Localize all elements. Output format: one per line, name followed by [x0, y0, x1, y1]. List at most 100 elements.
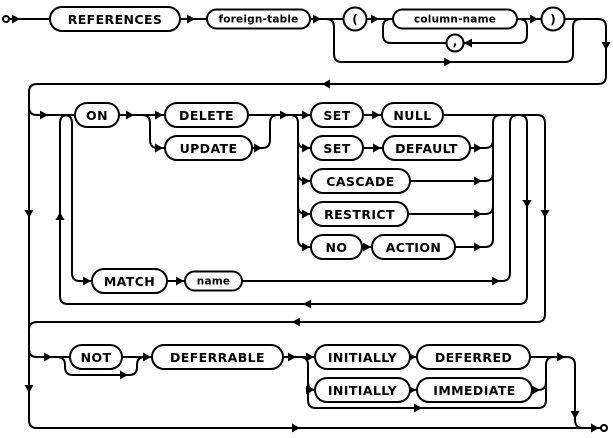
svg-text:foreign-table: foreign-table — [219, 14, 299, 26]
arrowhead-icon — [492, 276, 500, 286]
keyword-initially-1: INITIALLY — [314, 344, 411, 370]
wire-default-out — [470, 139, 494, 149]
wire-update-branch — [141, 114, 165, 149]
wire-restrict-out — [408, 205, 494, 215]
svg-text:SET: SET — [323, 141, 350, 156]
arrowhead-icon — [120, 370, 128, 380]
arrowhead-icon — [288, 352, 296, 362]
punct-close-paren: ) — [540, 6, 566, 32]
arrowhead-icon — [306, 385, 314, 395]
arrowhead-icon — [372, 110, 380, 120]
arrowhead-icon — [371, 14, 379, 24]
arrowhead-icon — [24, 210, 34, 218]
svg-text:INITIALLY: INITIALLY — [328, 383, 398, 398]
arrowhead-icon — [570, 411, 580, 419]
arrowhead-icon — [12, 14, 20, 24]
wire-not-bypass — [56, 356, 146, 376]
arrowhead-icon — [363, 242, 371, 252]
svg-text:REFERENCES: REFERENCES — [68, 12, 163, 27]
arrowhead-icon — [414, 403, 422, 413]
svg-text:CASCADE: CASCADE — [326, 174, 394, 189]
arrowhead-icon — [40, 110, 48, 120]
svg-text:DELETE: DELETE — [179, 108, 234, 123]
arrowhead-icon — [143, 352, 151, 362]
keyword-references: REFERENCES — [49, 6, 181, 32]
arrowhead-icon — [303, 299, 311, 309]
svg-text:ACTION: ACTION — [386, 240, 442, 255]
wire-deferred-out-final — [530, 356, 584, 429]
nonterminal-name: name — [184, 270, 243, 292]
arrowhead-icon — [44, 352, 52, 362]
arrowhead-icon — [373, 143, 381, 153]
arrowhead-icon — [176, 276, 184, 286]
arrowhead-icon — [464, 38, 472, 48]
wire-match-out-up — [242, 114, 519, 282]
keyword-deferrable: DEFERRABLE — [151, 344, 284, 370]
keyword-action: ACTION — [371, 234, 456, 260]
end-terminal — [600, 424, 608, 432]
arrowhead-icon — [83, 276, 91, 286]
arrowhead-icon — [55, 212, 65, 220]
wire-defer-entry — [28, 348, 70, 358]
svg-text:(: ( — [352, 13, 357, 27]
arrowhead-icon — [292, 317, 300, 327]
keyword-no: NO — [310, 234, 363, 260]
wires — [9, 18, 607, 429]
wire-action-out — [455, 238, 494, 248]
keyword-not: NOT — [69, 344, 123, 370]
svg-text:column-name: column-name — [414, 14, 496, 26]
svg-text:NULL: NULL — [393, 108, 431, 123]
arrowhead-icon — [540, 210, 550, 218]
wire-match-branch — [63, 114, 92, 282]
wire-cascade-out — [410, 172, 494, 182]
svg-text:UPDATE: UPDATE — [180, 141, 238, 156]
svg-text:IMMEDIATE: IMMEDIATE — [433, 383, 515, 398]
svg-text:DEFERRABLE: DEFERRABLE — [170, 350, 265, 365]
keyword-default: DEFAULT — [382, 135, 471, 161]
arrowheads — [12, 14, 611, 433]
arrowhead-icon — [591, 423, 599, 433]
svg-text:DEFERRED: DEFERRED — [435, 350, 512, 365]
keyword-update: UPDATE — [164, 135, 253, 161]
wire-main-return-rail — [28, 18, 607, 429]
arrowhead-icon — [444, 57, 452, 67]
svg-text:): ) — [550, 13, 555, 27]
arrowhead-icon — [601, 42, 611, 50]
arrowhead-icon — [292, 423, 300, 433]
arrowhead-icon — [530, 14, 538, 24]
keyword-match: MATCH — [91, 268, 168, 294]
svg-text:RESTRICT: RESTRICT — [324, 207, 395, 222]
keyword-set-2: SET — [310, 135, 364, 161]
punct-open-paren: ( — [342, 6, 368, 32]
arrowhead-icon — [24, 385, 34, 393]
wire-loop-back — [59, 114, 528, 305]
wire-merge-vertical — [492, 114, 502, 239]
arrowhead-icon — [474, 176, 482, 186]
arrowhead-icon — [474, 209, 482, 219]
keyword-restrict: RESTRICT — [310, 201, 409, 227]
keyword-immediate: IMMEDIATE — [416, 377, 533, 403]
keyword-set-1: SET — [310, 102, 364, 128]
keyword-on: ON — [74, 102, 120, 128]
arrowhead-icon — [313, 14, 321, 24]
svg-text:DEFAULT: DEFAULT — [395, 141, 458, 156]
wire-paren-bypass — [325, 18, 582, 63]
arrowhead-icon — [254, 143, 262, 153]
svg-text:,: , — [453, 35, 458, 49]
arrowhead-icon — [302, 209, 310, 219]
wire-comma-loop-right — [463, 18, 528, 44]
arrowhead-icon — [302, 242, 310, 252]
wire-null-out-exit — [28, 114, 546, 331]
wire-defer-bypass — [307, 356, 555, 409]
punct-comma: , — [445, 33, 465, 53]
arrowhead-icon — [532, 385, 540, 395]
svg-text:NOT: NOT — [81, 350, 112, 365]
keyword-cascade: CASCADE — [310, 168, 411, 194]
arrowhead-icon — [280, 110, 288, 120]
arrowhead-icon — [474, 143, 482, 153]
svg-text:INITIALLY: INITIALLY — [328, 350, 398, 365]
svg-text:ON: ON — [86, 108, 108, 123]
svg-text:NO: NO — [326, 240, 348, 255]
nonterminal-column-name: column-name — [392, 8, 518, 30]
